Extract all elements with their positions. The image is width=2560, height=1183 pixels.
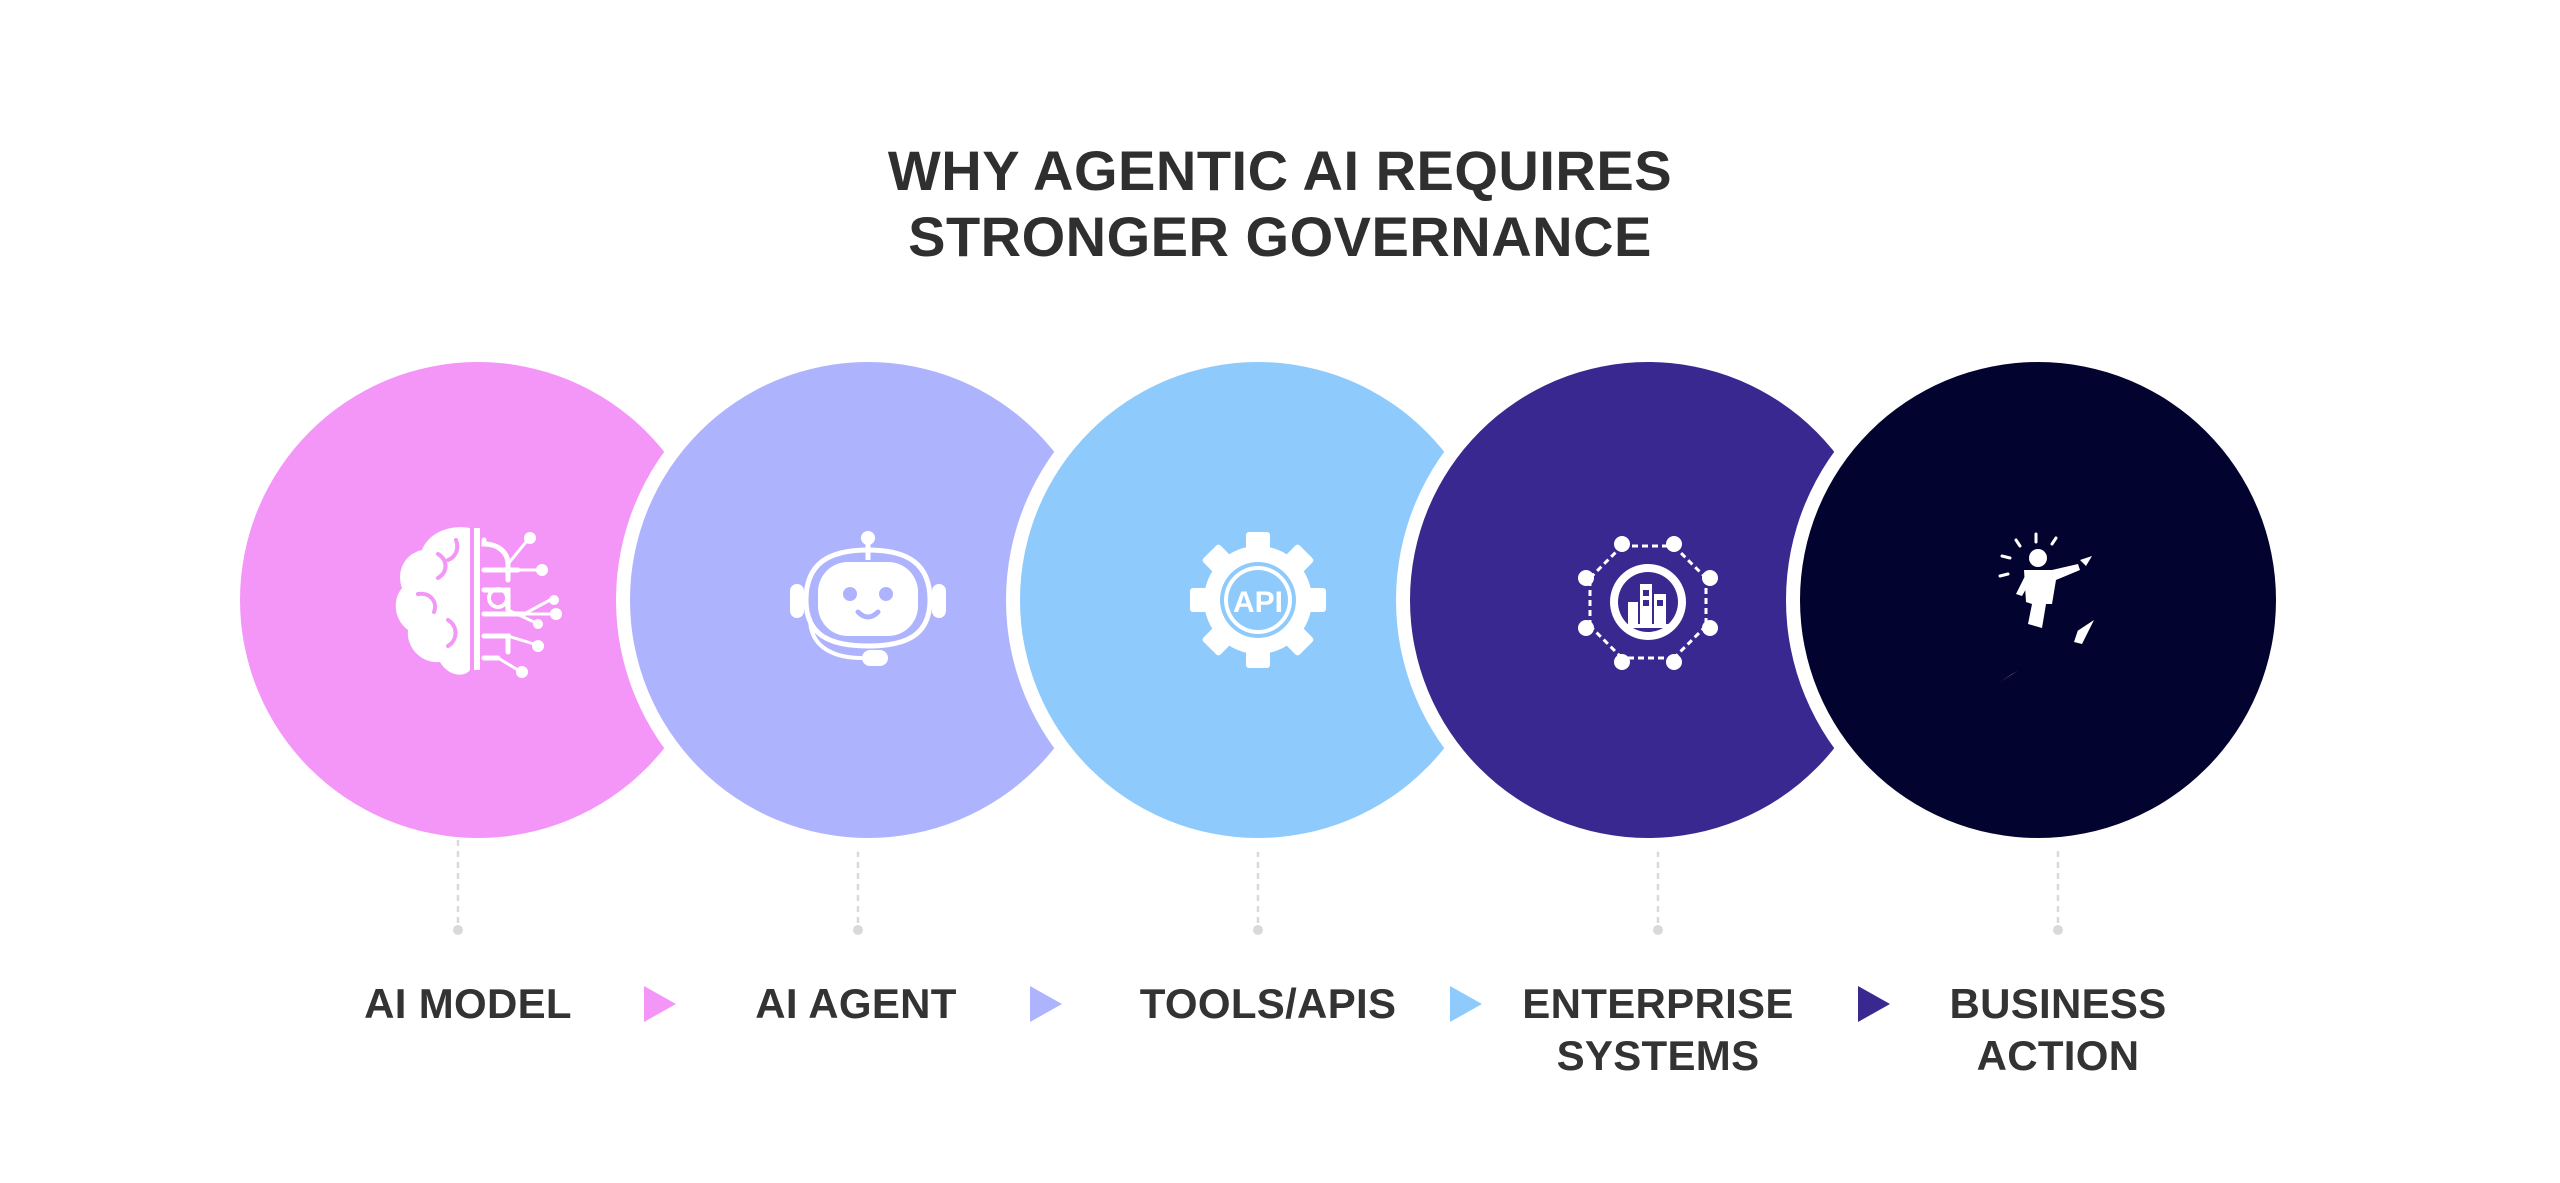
- flow-arrow-3: [1450, 986, 1482, 1022]
- api-gear-icon: [1190, 532, 1326, 668]
- step-label-3-line1: TOOLS/APIS: [1139, 980, 1397, 1027]
- connector-dot-4: [1653, 925, 1663, 935]
- step-label-2-line1: AI AGENT: [755, 980, 957, 1027]
- flow-arrow-4: [1858, 986, 1890, 1022]
- step-label-1: AI MODEL: [308, 978, 628, 1030]
- connector-lines: [453, 840, 2063, 935]
- step-label-4: ENTERPRISE SYSTEMS: [1498, 978, 1818, 1082]
- connector-dot-2: [853, 925, 863, 935]
- step-label-5: BUSINESS ACTION: [1898, 978, 2218, 1082]
- step-label-2: AI AGENT: [696, 978, 1016, 1030]
- step-label-4-line1: ENTERPRISE: [1522, 980, 1794, 1027]
- business-leader-icon: [1998, 532, 2094, 682]
- robot-head-icon: [790, 531, 946, 666]
- connector-dot-5: [2053, 925, 2063, 935]
- api-gear-icon-text: API: [1233, 586, 1283, 619]
- step-label-3: TOOLS/APIS: [1108, 978, 1428, 1030]
- flow-arrow-2: [1030, 986, 1062, 1022]
- title-line-1: WHY AGENTIC AI REQUIRES: [887, 139, 1673, 202]
- enterprise-network-icon: [1578, 536, 1718, 670]
- flow-arrow-1: [644, 986, 676, 1022]
- connector-dot-3: [1253, 925, 1263, 935]
- diagram-title: WHY AGENTIC AI REQUIRES STRONGER GOVERNA…: [0, 138, 2560, 270]
- step-label-1-line1: AI MODEL: [364, 980, 572, 1027]
- title-line-2: STRONGER GOVERNANCE: [908, 205, 1652, 268]
- brain-circuit-icon: [395, 527, 562, 678]
- step-label-5-line2: ACTION: [1976, 1032, 2140, 1079]
- step-label-5-line1: BUSINESS: [1949, 980, 2167, 1027]
- connector-dot-1: [453, 925, 463, 935]
- step-label-4-line2: SYSTEMS: [1556, 1032, 1760, 1079]
